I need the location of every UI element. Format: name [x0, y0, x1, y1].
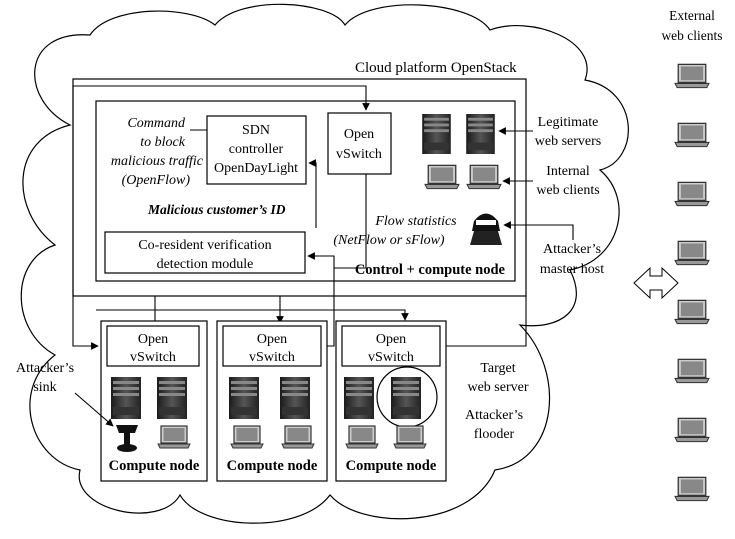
compute-ovs-box	[341, 325, 441, 367]
compute-ovs-line-1: Open	[376, 332, 406, 347]
external-laptop-icon	[674, 122, 710, 148]
external-laptop-icon	[674, 299, 710, 325]
legit-server-icon	[422, 114, 451, 154]
legit-server-icon	[466, 114, 495, 154]
internal-laptop-icon	[424, 164, 460, 190]
sdn-line-2: controller	[229, 142, 284, 157]
ovs-3-to-control	[443, 296, 527, 347]
sink-arrow	[74, 392, 114, 427]
laptop-icon	[230, 425, 264, 449]
control-node-label: Control + compute node	[355, 262, 506, 278]
compute-node-label: Compute node	[346, 458, 437, 474]
sink-icon	[116, 425, 138, 452]
sdn-controller-box	[206, 115, 307, 185]
external-laptop-icon	[674, 476, 710, 502]
compute-ovs-line-1: Open	[138, 332, 168, 347]
command-label-1: Command	[127, 116, 186, 131]
laptop-icon	[281, 425, 315, 449]
compute-node-3: Open vSwitch Compute node	[335, 320, 447, 482]
server-icon	[229, 377, 259, 419]
external-title-2: web clients	[661, 28, 722, 43]
compute-node-2: Open vSwitch Compute node	[216, 320, 328, 482]
internal-clients-label-2: web clients	[536, 183, 599, 198]
laptop-icon	[157, 425, 191, 449]
malicious-id-label: Malicious customer’s ID	[147, 202, 286, 217]
flooder-label-1: Attacker’s	[465, 408, 523, 423]
crv-line-1: Co-resident verification	[138, 238, 271, 253]
server-icon	[344, 377, 374, 419]
legit-servers-label-1: Legitimate	[538, 115, 599, 130]
flow-stats-label-1: Flow statistics	[374, 214, 457, 229]
server-icon	[280, 377, 310, 419]
compute-ovs-line-2: vSwitch	[249, 350, 295, 365]
compute-ovs-box	[222, 325, 322, 367]
control-ovs-line-1: Open	[344, 127, 374, 142]
legit-servers-label-2: web servers	[535, 134, 601, 149]
compute-ovs-box	[106, 325, 200, 367]
flooder-label-2: flooder	[474, 427, 515, 442]
flooder-laptop-icon	[393, 425, 427, 449]
external-laptop-icon	[674, 240, 710, 266]
sdn-line-1: SDN	[242, 123, 270, 138]
external-laptop-icon	[674, 63, 710, 89]
attacker-sink-label-2: sink	[33, 380, 56, 395]
attacker-master-label-2: master host	[540, 262, 604, 277]
target-label-2: web server	[467, 380, 528, 395]
crv-line-2: detection module	[157, 257, 254, 272]
external-laptop-icon	[674, 358, 710, 384]
command-label-2: to block	[140, 135, 185, 150]
external-laptop-icon	[674, 417, 710, 443]
link-to-ovs-1	[72, 320, 99, 350]
compute-node-1: Open vSwitch Compute node	[100, 320, 208, 482]
server-icon	[111, 377, 141, 419]
command-label-4: (OpenFlow)	[122, 173, 191, 188]
malicious-id-arrow	[308, 159, 317, 228]
control-ovs-box	[327, 112, 392, 175]
target-server-icon	[391, 377, 421, 419]
bidirectional-arrow-icon	[633, 266, 679, 300]
command-label-3: malicious traffic	[111, 154, 204, 169]
command-path-to-control-ovs	[72, 85, 370, 320]
laptop-icon	[345, 425, 379, 449]
external-laptop-icon	[674, 181, 710, 207]
crv-module-box	[104, 231, 306, 274]
internal-laptop-icon	[466, 164, 502, 190]
attacker-master-arrow	[503, 221, 574, 240]
hacker-icon	[470, 213, 502, 245]
compute-node-label: Compute node	[227, 458, 318, 474]
external-title-1: External	[669, 8, 715, 23]
compute-ovs-line-2: vSwitch	[368, 350, 414, 365]
attacker-master-label-1: Attacker’s	[543, 242, 601, 257]
attacker-sink-label-1: Attacker’s	[16, 361, 74, 376]
server-icon	[157, 377, 187, 419]
sdn-line-3: OpenDayLight	[214, 161, 298, 176]
internal-clients-label-1: Internal	[546, 164, 590, 179]
cloud-title: Cloud platform OpenStack	[355, 60, 517, 76]
control-ovs-line-2: vSwitch	[336, 147, 382, 162]
compute-ovs-line-2: vSwitch	[130, 350, 176, 365]
link-to-ovs-3	[96, 309, 409, 321]
flow-stats-label-2: (NetFlow or sFlow)	[333, 233, 445, 248]
compute-node-label: Compute node	[109, 458, 200, 474]
target-label-1: Target	[480, 361, 515, 376]
compute-ovs-line-1: Open	[257, 332, 287, 347]
